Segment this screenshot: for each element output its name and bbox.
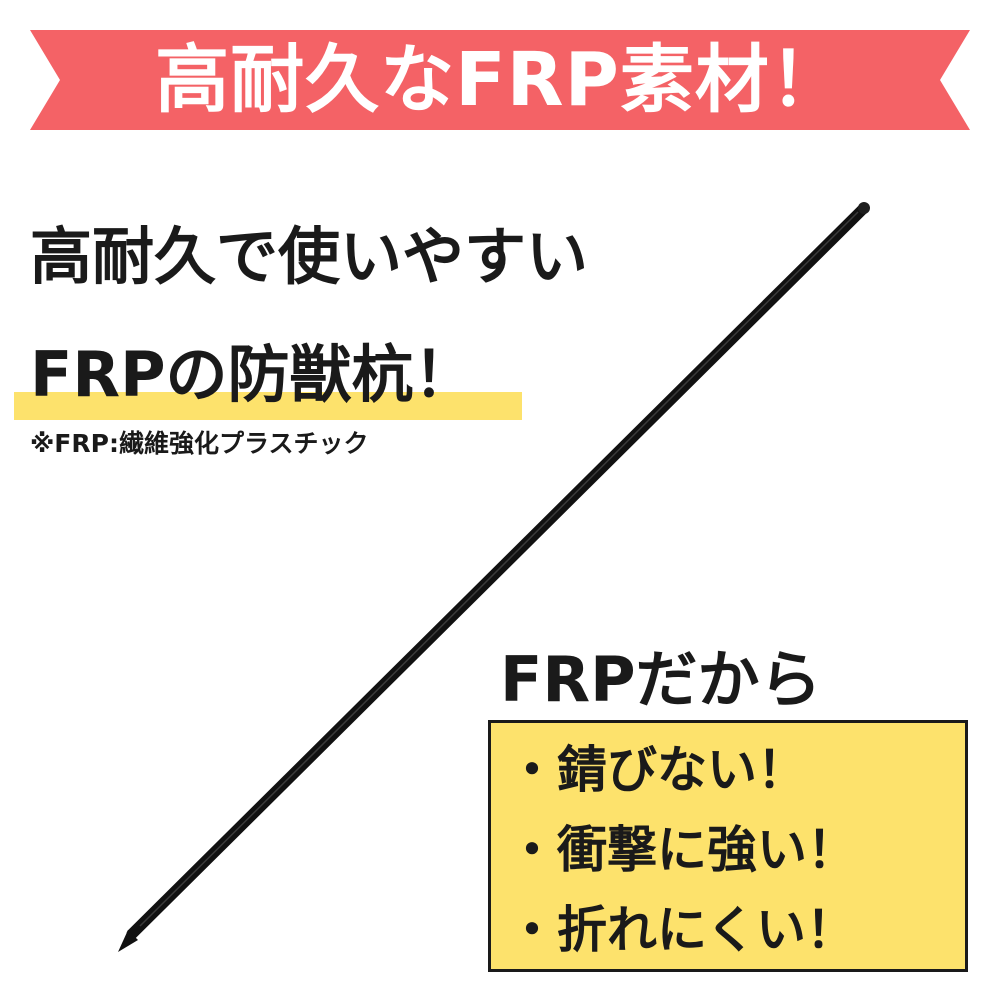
material-footnote: ※FRP:繊維強化プラスチック (30, 429, 369, 458)
feature-item-rustproof: ・錆びない！ (507, 741, 807, 799)
features-box: ・錆びない！ ・衝撃に強い！ ・折れにくい！ (488, 720, 968, 972)
banner-ribbon-shape (30, 30, 970, 130)
feature-item-break-resistant: ・折れにくい！ (507, 901, 856, 959)
headline-line-1: 高耐久で使いやすい (30, 220, 589, 293)
feature-item-impact-resistant: ・衝撃に強い！ (507, 821, 857, 879)
features-heading: FRPだから (500, 643, 822, 716)
top-banner: 高耐久なFRP素材！ (0, 0, 1000, 140)
banner-title: 高耐久なFRP素材！ (155, 37, 845, 123)
headline-line-2: FRPの防獣杭！ (30, 338, 476, 411)
headline-highlight-marker (14, 392, 522, 420)
